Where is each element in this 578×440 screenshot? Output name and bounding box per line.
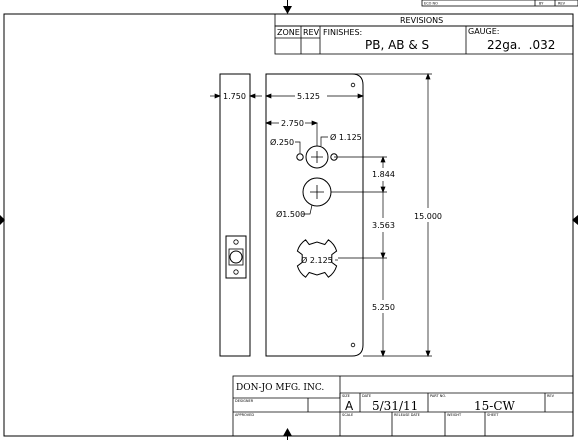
dim-mid-spacing: 3.563 [372, 221, 395, 230]
dim-top-spacing: 1.844 [372, 170, 395, 179]
size-value: A [345, 399, 354, 413]
dim-overall-height: 15.000 [414, 212, 442, 221]
revisions-header: REVISIONS [400, 16, 443, 25]
side-view [219, 73, 251, 357]
eco-no-label: ECO NO [424, 2, 438, 6]
small-hole-left [296, 153, 304, 161]
mounting-hole-bottom [350, 342, 356, 348]
upper-hole-center [311, 151, 323, 163]
title-block: DON-JO MFG. INC. DESIGNER APPROVED SIZE … [232, 375, 574, 437]
gauge-value: 22ga. .032 [487, 38, 555, 52]
approved-label: APPROVED [235, 413, 254, 417]
latch-bolt [229, 250, 243, 264]
size-label: SIZE [342, 394, 350, 398]
rev-label: REV [303, 28, 320, 37]
dim-middle-hole: Ø1.500 [276, 209, 305, 219]
latch-faceplate-inner [228, 248, 244, 266]
dimensions [210, 73, 432, 357]
finishes-value: PB, AB & S [365, 38, 429, 52]
rev-top-label: REV [558, 2, 566, 6]
dim-plate-width: 5.125 [297, 92, 320, 101]
rev-block-label: REV [547, 394, 555, 398]
designer-label: DESIGNER [235, 399, 254, 403]
latch-screw-top [233, 239, 239, 245]
middle-hole-center [310, 185, 324, 199]
finishes-label: FINISHES: [323, 28, 362, 37]
part-no-label: PART NO. [430, 394, 446, 398]
dim-small-hole: Ø.250 [270, 137, 294, 147]
latch-screw-bottom [233, 269, 239, 275]
date-label: DATE [362, 394, 371, 398]
plate-outline [265, 73, 364, 357]
center-mark-left [0, 215, 5, 225]
release-date-label: RELEASE DATE [394, 413, 420, 417]
company-name: DON-JO MFG. INC. [236, 383, 324, 393]
revision-block: ECO NO BY REV REVISIONS ZONE REV FINISHE… [274, 0, 578, 55]
zone-label: ZONE [277, 28, 300, 37]
lower-hole [296, 239, 338, 278]
border-frame [3, 13, 574, 437]
center-mark-right [572, 215, 578, 225]
latch-faceplate [225, 235, 247, 279]
dim-upper-hole: Ø 1.125 [330, 132, 362, 142]
center-mark-bottom [283, 428, 292, 436]
dim-hole-offset: 2.750 [281, 119, 304, 128]
dim-lower-hole: Ø 2.125 [301, 255, 333, 265]
scale-label: SCALE [342, 413, 353, 417]
dim-bottom-spacing: 5.250 [372, 303, 395, 312]
side-view-outline [219, 73, 251, 357]
dim-side-width: 1.750 [223, 92, 246, 101]
weight-label: WEIGHT [447, 413, 462, 417]
center-mark-top [283, 6, 292, 14]
gauge-label: GAUGE: [468, 27, 499, 36]
sheet-label: SHEET [487, 413, 499, 417]
dimension-labels: 1.750 5.125 2.750 Ø.250 Ø 1.125 Ø1.500 Ø… [223, 92, 442, 312]
part-no-value: 15-CW [474, 399, 516, 413]
mounting-hole-top [350, 82, 356, 88]
by-label: BY [539, 2, 544, 6]
date-value: 5/31/11 [372, 399, 418, 413]
